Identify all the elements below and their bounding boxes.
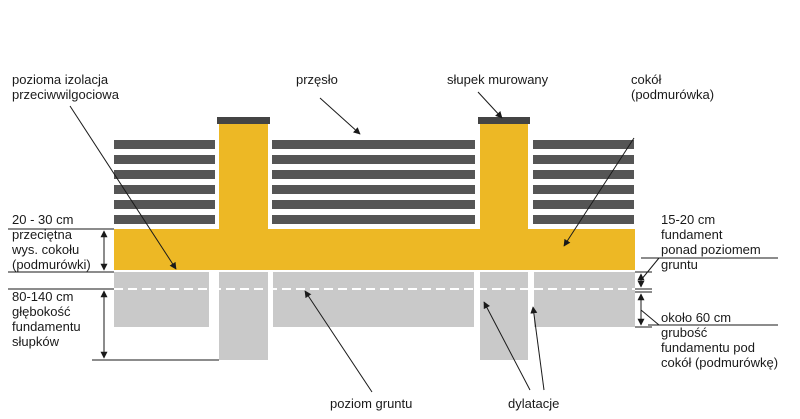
- plinth-foundation-right: [534, 272, 635, 327]
- leader-lines: [8, 91, 778, 393]
- masonry: [114, 117, 635, 270]
- pillar-left: [219, 124, 268, 230]
- fence-slat: [533, 140, 634, 149]
- fence-slat: [272, 185, 475, 194]
- pillar-leader: [477, 91, 503, 119]
- fence-slat: [114, 155, 215, 164]
- foundations: [114, 272, 635, 360]
- fence-slat: [533, 200, 634, 209]
- fence-slat: [114, 215, 215, 224]
- fence-slat: [114, 170, 215, 179]
- fence-slat: [114, 200, 215, 209]
- fence-slat: [272, 215, 475, 224]
- pillar-cap-right: [478, 117, 530, 124]
- plinth-foundation-middle: [273, 272, 474, 327]
- pillar-cap-left: [217, 117, 270, 124]
- pillar-right: [480, 124, 528, 230]
- fence-slat: [272, 200, 475, 209]
- pillar-foundation-right: [480, 272, 528, 360]
- pillar-label: słupek murowany: [447, 72, 549, 87]
- pillar-foundation-left: [219, 272, 268, 360]
- span-label: przęsło: [296, 72, 338, 87]
- dilatation-label: dylatacje: [508, 396, 559, 411]
- plinth-height-label: 20 - 30 cm przeciętna wys. cokołu (podmu…: [11, 212, 91, 272]
- isolation-leader: [69, 105, 177, 270]
- pillar-depth-label: 80-140 cm głębokość fundamentu słupków: [12, 289, 84, 349]
- fence-slat: [272, 155, 475, 164]
- plinth-foundation-left: [114, 272, 209, 327]
- dilatation-leader-right: [530, 306, 545, 391]
- foundation-thickness-leader: [640, 309, 660, 326]
- fence-slat: [272, 170, 475, 179]
- labels: pozioma izolacja przeciwwilgociowa przęs…: [11, 72, 778, 411]
- plinth: [114, 229, 635, 270]
- fence-slat: [533, 155, 634, 164]
- plinth-label: cokół (podmurówka): [631, 72, 714, 102]
- plinth-leader: [563, 137, 635, 247]
- fence-span-slats: [114, 140, 634, 224]
- fence-slat: [533, 185, 634, 194]
- fence-slat: [114, 185, 215, 194]
- foundation-above-label: 15-20 cm fundament ponad poziomem gruntu: [661, 212, 764, 272]
- ground-level-label: poziom gruntu: [330, 396, 412, 411]
- ground-level-leader: [304, 290, 373, 393]
- dilatation-leader-left: [483, 301, 531, 391]
- foundation-above-leader: [640, 257, 660, 281]
- foundation-thickness-label: około 60 cm grubość fundamentu pod cokół…: [661, 310, 778, 370]
- span-leader: [319, 97, 361, 135]
- fence-slat: [114, 140, 215, 149]
- fence-slat: [533, 215, 634, 224]
- fence-slat: [272, 140, 475, 149]
- isolation-label: pozioma izolacja przeciwwilgociowa: [12, 72, 120, 102]
- fence-slat: [533, 170, 634, 179]
